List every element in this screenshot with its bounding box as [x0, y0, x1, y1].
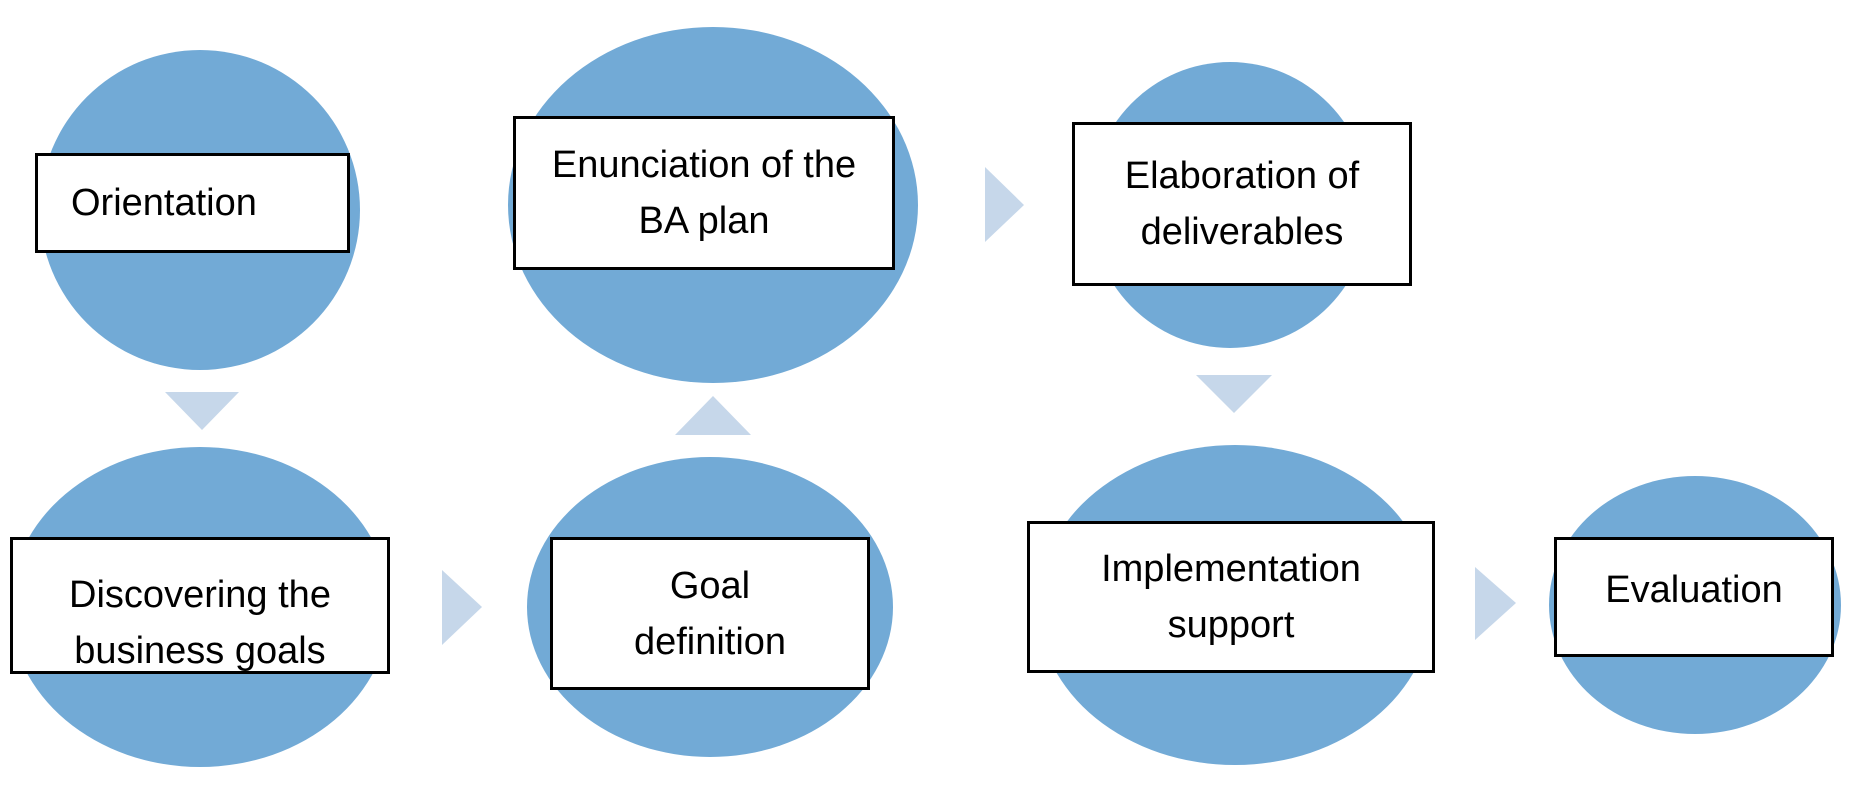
arrow-down-orientation-to-discovering	[165, 392, 239, 430]
step-label-discovering: Discovering the business goals	[69, 574, 331, 672]
arrow-up-goal-definition-to-enunciation	[675, 396, 751, 435]
step-label-implementation: Implementation support	[1101, 548, 1361, 646]
step-label-enunciation: Enunciation of the BA plan	[551, 144, 857, 242]
step-box-discovering: Discovering the business goals	[10, 537, 390, 674]
step-box-enunciation: Enunciation of the BA plan	[513, 116, 895, 270]
step-label-evaluation: Evaluation	[1605, 569, 1783, 611]
arrow-right-enunciation-to-elaboration	[985, 167, 1024, 242]
arrow-right-discovering-to-goal-definition	[442, 570, 482, 645]
step-label-elaboration: Elaboration of deliverables	[1124, 155, 1360, 253]
step-label-orientation: Orientation	[71, 182, 257, 224]
arrow-right-implementation-to-evaluation	[1475, 567, 1516, 640]
step-box-implementation: Implementation support	[1027, 521, 1435, 673]
step-label-goal-definition: Goal definition	[633, 564, 787, 663]
step-box-evaluation: Evaluation	[1554, 537, 1834, 657]
step-box-elaboration: Elaboration of deliverables	[1072, 122, 1412, 286]
step-box-goal-definition: Goal definition	[550, 537, 870, 690]
arrow-down-elaboration-to-implementation	[1196, 375, 1272, 413]
step-box-orientation: Orientation	[35, 153, 350, 253]
